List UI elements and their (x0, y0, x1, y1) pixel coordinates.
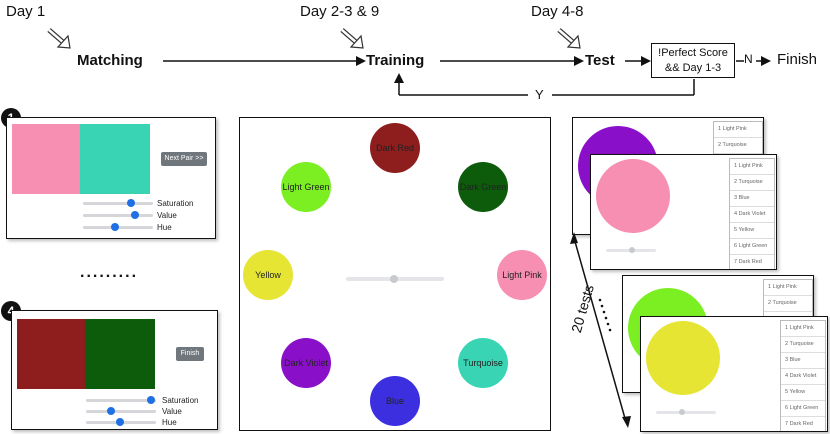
label-day-training: Day 2-3 & 9 (300, 3, 380, 20)
training-circle-dark-red[interactable]: Dark Red (370, 123, 420, 173)
value-slider[interactable] (83, 214, 153, 217)
saturation-label: Saturation (162, 396, 199, 405)
value-slider-thumb[interactable] (131, 211, 139, 219)
hue-slider-thumb[interactable] (116, 418, 124, 426)
training-circle-dark-green[interactable]: Dark Green (458, 162, 508, 212)
condition-box: !Perfect Score && Day 1-3 (651, 43, 735, 78)
match-swatch-left (12, 124, 80, 194)
test-option[interactable]: 5 Yellow (730, 223, 774, 239)
test-option[interactable]: 6 Light Green (730, 239, 774, 255)
stage-training: Training (366, 52, 425, 69)
saturation-slider[interactable] (86, 399, 156, 402)
training-circle-blue[interactable]: Blue (370, 376, 420, 426)
training-panel: Dark Red Dark Green Light Pink Turquoise… (239, 117, 551, 431)
test-slider-thumb[interactable] (629, 247, 635, 253)
test-stimulus-circle (646, 321, 720, 395)
test-card-front-2: 1 Light Pink 2 Turquoise 3 Blue 4 Dark V… (640, 316, 828, 432)
test-slider-thumb[interactable] (679, 409, 685, 415)
test-pointer-arrow-icon (557, 28, 581, 49)
test-card-front-1: 1 Light Pink 2 Turquoise 3 Blue 4 Dark V… (590, 154, 777, 270)
test-slider[interactable] (656, 411, 716, 414)
training-circle-turquoise[interactable]: Turquoise (458, 338, 508, 388)
training-circle-yellow[interactable]: Yellow (243, 250, 293, 300)
day1-pointer-arrow-icon (47, 28, 71, 49)
test-option[interactable]: 2 Turquoise (781, 337, 825, 353)
test-option[interactable]: 7 Dark Red (734, 259, 762, 265)
test-option[interactable]: 2 Turquoise (714, 138, 762, 154)
match-swatch-right (85, 319, 155, 389)
test-option[interactable]: 1 Light Pink (764, 280, 812, 296)
condition-text: !Perfect Score && Day 1-3 (658, 47, 728, 74)
value-label: Value (162, 407, 182, 416)
label-day1: Day 1 (6, 3, 46, 20)
training-center-slider-thumb[interactable] (390, 275, 398, 283)
saturation-slider-thumb[interactable] (147, 396, 155, 404)
test-option[interactable]: 2 Turquoise (764, 296, 812, 312)
test-option[interactable]: 4 Dark Violet (730, 207, 774, 223)
training-circle-dark-violet[interactable]: Dark Violet (281, 338, 331, 388)
saturation-slider[interactable] (83, 202, 153, 205)
test-option[interactable]: 1 Light Pink (714, 122, 762, 138)
training-circle-light-green[interactable]: Light Green (281, 162, 331, 212)
label-n: N (744, 52, 753, 66)
finish-button[interactable]: Finish (176, 347, 204, 361)
training-pointer-arrow-icon (340, 28, 364, 49)
match-swatch-right (80, 124, 150, 194)
hue-slider-thumb[interactable] (111, 223, 119, 231)
ellipsis: ......... (80, 264, 139, 281)
test-option[interactable]: 1 Light Pink (730, 159, 774, 175)
hue-label: Hue (157, 223, 172, 232)
training-circle-light-pink[interactable]: Light Pink (497, 250, 547, 300)
matching-panel-1: Next Pair >> Saturation Value Hue (6, 117, 216, 239)
test-option[interactable]: 4 Dark Violet (781, 369, 825, 385)
tests-range-arrow-icon (570, 232, 631, 428)
test-option-list: 1 Light Pink 2 Turquoise 3 Blue 4 Dark V… (780, 320, 826, 431)
flow-arrows (163, 56, 771, 96)
match-swatch-left (17, 319, 85, 389)
test-option[interactable]: 7 Dark Red (785, 421, 813, 427)
matching-panel-4: Finish Saturation Value Hue (11, 310, 218, 430)
value-slider-thumb[interactable] (107, 407, 115, 415)
hue-label: Hue (162, 418, 177, 427)
test-option[interactable]: 6 Light Green (781, 401, 825, 417)
test-option[interactable]: 2 Turquoise (730, 175, 774, 191)
stage-matching: Matching (77, 52, 143, 69)
label-day-test: Day 4-8 (531, 3, 584, 20)
test-option[interactable]: 5 Yellow (781, 385, 825, 401)
test-option[interactable]: 3 Blue (781, 353, 825, 369)
test-option[interactable]: 1 Light Pink (781, 321, 825, 337)
saturation-slider-thumb[interactable] (127, 199, 135, 207)
label-finish: Finish (777, 51, 818, 68)
stage-test: Test (585, 52, 615, 69)
test-stimulus-circle (596, 159, 670, 233)
test-option-list: 1 Light Pink 2 Turquoise 3 Blue 4 Dark V… (729, 158, 775, 269)
saturation-label: Saturation (157, 199, 194, 208)
label-y: Y (535, 87, 544, 102)
value-label: Value (157, 211, 177, 220)
value-slider[interactable] (86, 410, 156, 413)
test-option[interactable]: 3 Blue (730, 191, 774, 207)
next-pair-button[interactable]: Next Pair >> (161, 152, 207, 166)
